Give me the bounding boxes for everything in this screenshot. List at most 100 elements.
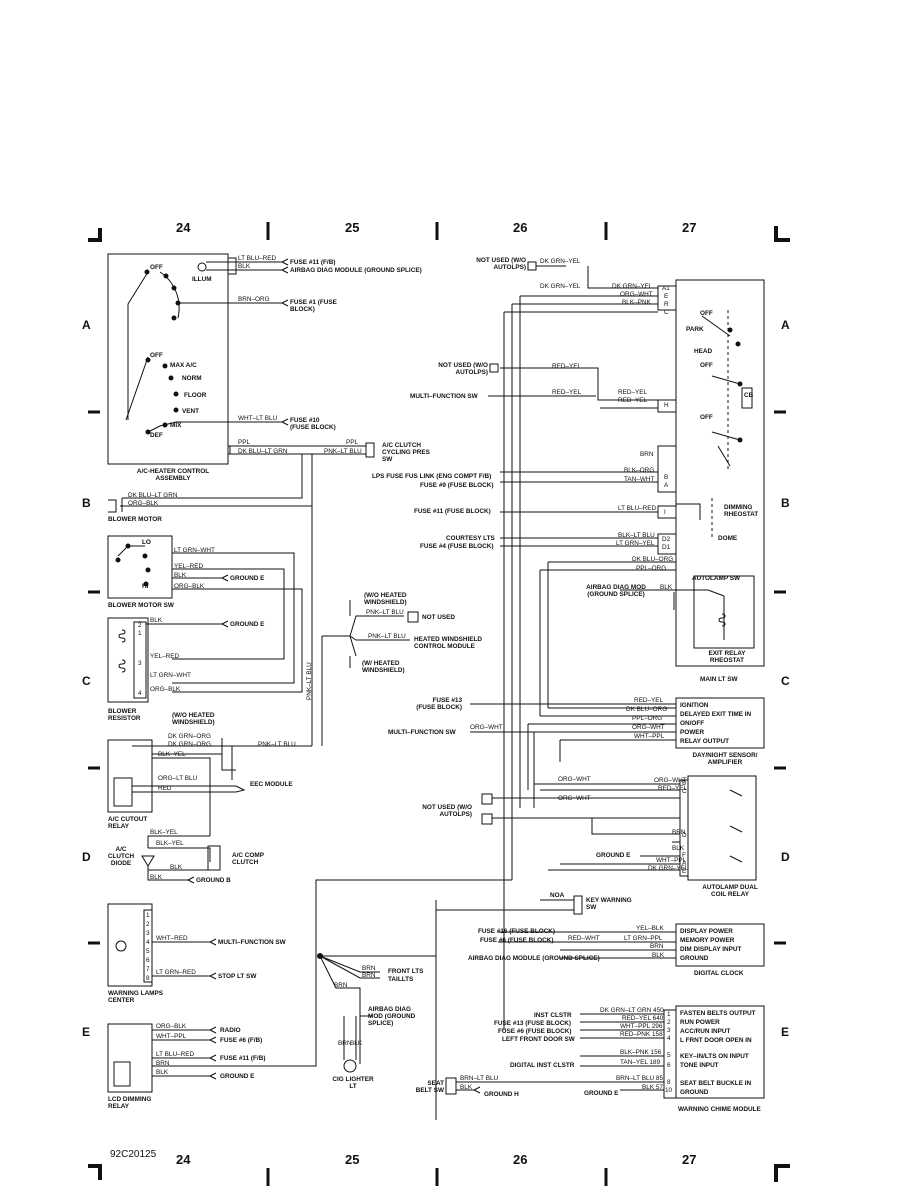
key-warning-noa: NOA <box>550 892 565 899</box>
column-label-top-26: 26 <box>513 220 528 235</box>
autolamp-relay-pin-d: D <box>682 832 687 839</box>
digital-clock-title: DIGITAL CLOCK <box>694 970 744 977</box>
heater-def: DEF <box>150 432 163 439</box>
warning-lamps-pin-4: 4 <box>146 939 150 946</box>
day-night-fn-1: IGNITION <box>680 702 709 709</box>
chime-pin-3: 3 <box>667 1027 671 1034</box>
day-night-wire-4: ORG–WHT <box>632 724 665 731</box>
main-lt-sw-exit: EXIT RELAY RHEOSTAT <box>708 650 746 664</box>
digital-clock-fuse-16: FUSE #16 (FUSE BLOCK) <box>478 928 556 935</box>
center-airbag: AIRBAG DIAG MOD (GROUND SPLICE) <box>368 1006 416 1027</box>
corner-mark-bl <box>88 1164 102 1180</box>
clutch-comp-label: A/C COMP CLUTCH <box>232 852 264 866</box>
chime-fn-2: RUN POWER <box>680 1019 720 1026</box>
warning-lamps-dest-2: STOP LT SW <box>218 973 257 980</box>
warning-lamps-wire-1: WHT–RED <box>156 935 188 942</box>
clutch-wire-2: BLK–YEL <box>156 840 184 847</box>
heater-dest-1: FUSE #11 (F/B) <box>290 259 336 266</box>
main-lt-sw-fuse-9-wire: TAN–WHT <box>624 476 655 483</box>
column-label-bottom-24: 24 <box>176 1152 191 1167</box>
illum-lamp-icon <box>197 262 207 272</box>
ac-cutout-wire-3: PNK–LT BLU <box>258 741 296 748</box>
heated-ws-wire-1: PNK–LT BLU <box>366 609 404 616</box>
ac-clutch-switch-label: A/C CLUTCH CYCLING PRES SW <box>382 442 430 463</box>
heater-wire-2: BLK <box>238 263 251 270</box>
chime-fn-1: FASTEN BELTS OUTPUT <box>680 1010 756 1017</box>
chime-wire-8: BLK 57 <box>642 1084 663 1091</box>
autolamp-relay-wire-6: BLK <box>672 845 685 852</box>
main-lt-sw-fuse-4-wire: LT GRN–YEL <box>616 540 655 547</box>
chime-pin-4: 4 <box>667 1035 671 1042</box>
center-taillts: TAILLTS <box>388 976 414 983</box>
digital-clock-fn-3: DIM DISPLAY INPUT <box>680 946 742 953</box>
chime-fn-7: SEAT BELT BUCKLE IN <box>680 1080 752 1087</box>
warning-lamps-pin-2: 2 <box>146 921 150 928</box>
ac-cutout-title: A/C CUTOUT RELAY <box>108 816 148 830</box>
main-lt-sw-wire-r: BLK–PNK <box>622 299 651 306</box>
column-label-bottom-26: 26 <box>513 1152 528 1167</box>
clutch-diode-label: A/C CLUTCH DIODE <box>107 846 135 867</box>
main-lt-sw-red-yel: RED–YEL <box>618 389 648 396</box>
main-lt-sw-not-used-1-wire: DK GRN–YEL <box>540 258 581 265</box>
chime-fn-6: TONE INPUT <box>680 1062 719 1069</box>
digital-clock-box <box>675 923 765 967</box>
autolamp-relay-pin-f: F <box>682 852 686 859</box>
autolamp-relay-wire-3: ORG–WHT <box>558 776 591 783</box>
ac-clutch-switch-box <box>365 442 375 458</box>
heated-ws-not-used: NOT USED <box>422 614 456 621</box>
main-lt-sw-pin-d1: D1 <box>662 544 671 551</box>
main-lt-sw-lps: LPS FUSE FUS LINK (ENG COMPT F/B) <box>372 473 492 480</box>
day-night-title: DAY/NIGHT SENSOR/ AMPLIFIER <box>692 752 758 766</box>
chime-fn-5: KEY–IN/LTS ON INPUT <box>680 1053 749 1060</box>
main-lt-sw-pin-a: A <box>664 482 669 489</box>
corner-mark-br <box>774 1164 790 1182</box>
chime-pin-2: 2 <box>667 1019 671 1026</box>
chime-wire-6: TAN–YEL 189 <box>620 1059 661 1066</box>
blower-resistor-ground: GROUND E <box>230 621 265 628</box>
autolamp-relay-pin-b: B <box>682 780 687 787</box>
main-lt-sw-fuse-4: FUSE #4 (FUSE BLOCK) <box>420 543 494 550</box>
lcd-relay-dest-1: RADIO <box>220 1027 241 1034</box>
digital-clock-fn-1: DISPLAY POWER <box>680 928 733 935</box>
row-label-left-e: E <box>82 1025 91 1039</box>
blower-switch-hi: HI <box>142 583 149 590</box>
day-night-wire-1: RED–YEL <box>634 697 664 704</box>
ac-cutout-wire-4: BLK–YEL <box>158 751 186 758</box>
main-lt-sw-airbag: AIRBAG DIAG MOD (GROUND SPLICE) <box>586 584 646 598</box>
column-label-top-27: 27 <box>682 220 697 235</box>
main-lt-sw-cb: CB <box>744 392 754 399</box>
day-night-fn-3: ON/OFF <box>680 720 705 727</box>
main-lt-sw-pin-b: B <box>664 474 669 481</box>
main-lt-sw-pin-c: C <box>664 309 669 316</box>
main-lt-sw-mfs: MULTI–FUNCTION SW <box>410 393 478 400</box>
heater-floor: FLOOR <box>184 392 207 399</box>
main-lt-sw-pin-e: E <box>664 293 669 300</box>
blower-switch-wire-2: YEL–RED <box>174 563 204 570</box>
digital-clock-wire-3: BRN <box>650 943 664 950</box>
chime-wire-7a: BRN–LT BLU <box>460 1075 499 1082</box>
day-night-wire-3: PPL–ORG <box>632 715 663 722</box>
blower-switch-wire-1: LT GRN–WHT <box>174 547 215 554</box>
chime-wire-3: WHT–PPL 296 <box>620 1023 663 1030</box>
main-lt-sw-pin-d2: D2 <box>662 536 671 543</box>
row-label-left-c: C <box>82 674 91 688</box>
chime-source-6: DIGITAL INST CLSTR <box>510 1062 575 1069</box>
main-lt-sw-fuse-11-wire: LT BLU–RED <box>618 505 657 512</box>
heater-wire-5: PPL <box>238 439 251 446</box>
center-cig-lighter: CIG LIGHTER LT <box>332 1076 374 1090</box>
digital-clock-wire-2: LT GRN–PPL <box>624 935 663 942</box>
center-brn-vertical: BRN <box>338 1040 352 1047</box>
main-lt-sw-dk-blu-org: DK BLU–ORG <box>632 556 674 563</box>
heated-ws-with: (W/ HEATED WINDSHIELD) <box>362 660 405 674</box>
chime-fn-4: L FRNT DOOR OPEN IN <box>680 1037 752 1044</box>
lcd-relay-dest-2: FUSE #6 (F/B) <box>220 1037 263 1044</box>
ac-cutout-relay-box <box>107 739 153 813</box>
main-lt-sw-pin-a1: A1 <box>662 285 670 292</box>
row-label-right-c: C <box>781 674 790 688</box>
heated-ws-vertical-wire: PNK–LT BLU <box>306 662 313 700</box>
lcd-relay-wire-4: BRN <box>156 1060 170 1067</box>
row-label-right-e: E <box>781 1025 790 1039</box>
heater-wire-5b: PPL <box>346 439 359 446</box>
heater-mix: MIX <box>170 422 182 429</box>
day-night-fn-5: RELAY OUTPUT <box>680 738 730 745</box>
